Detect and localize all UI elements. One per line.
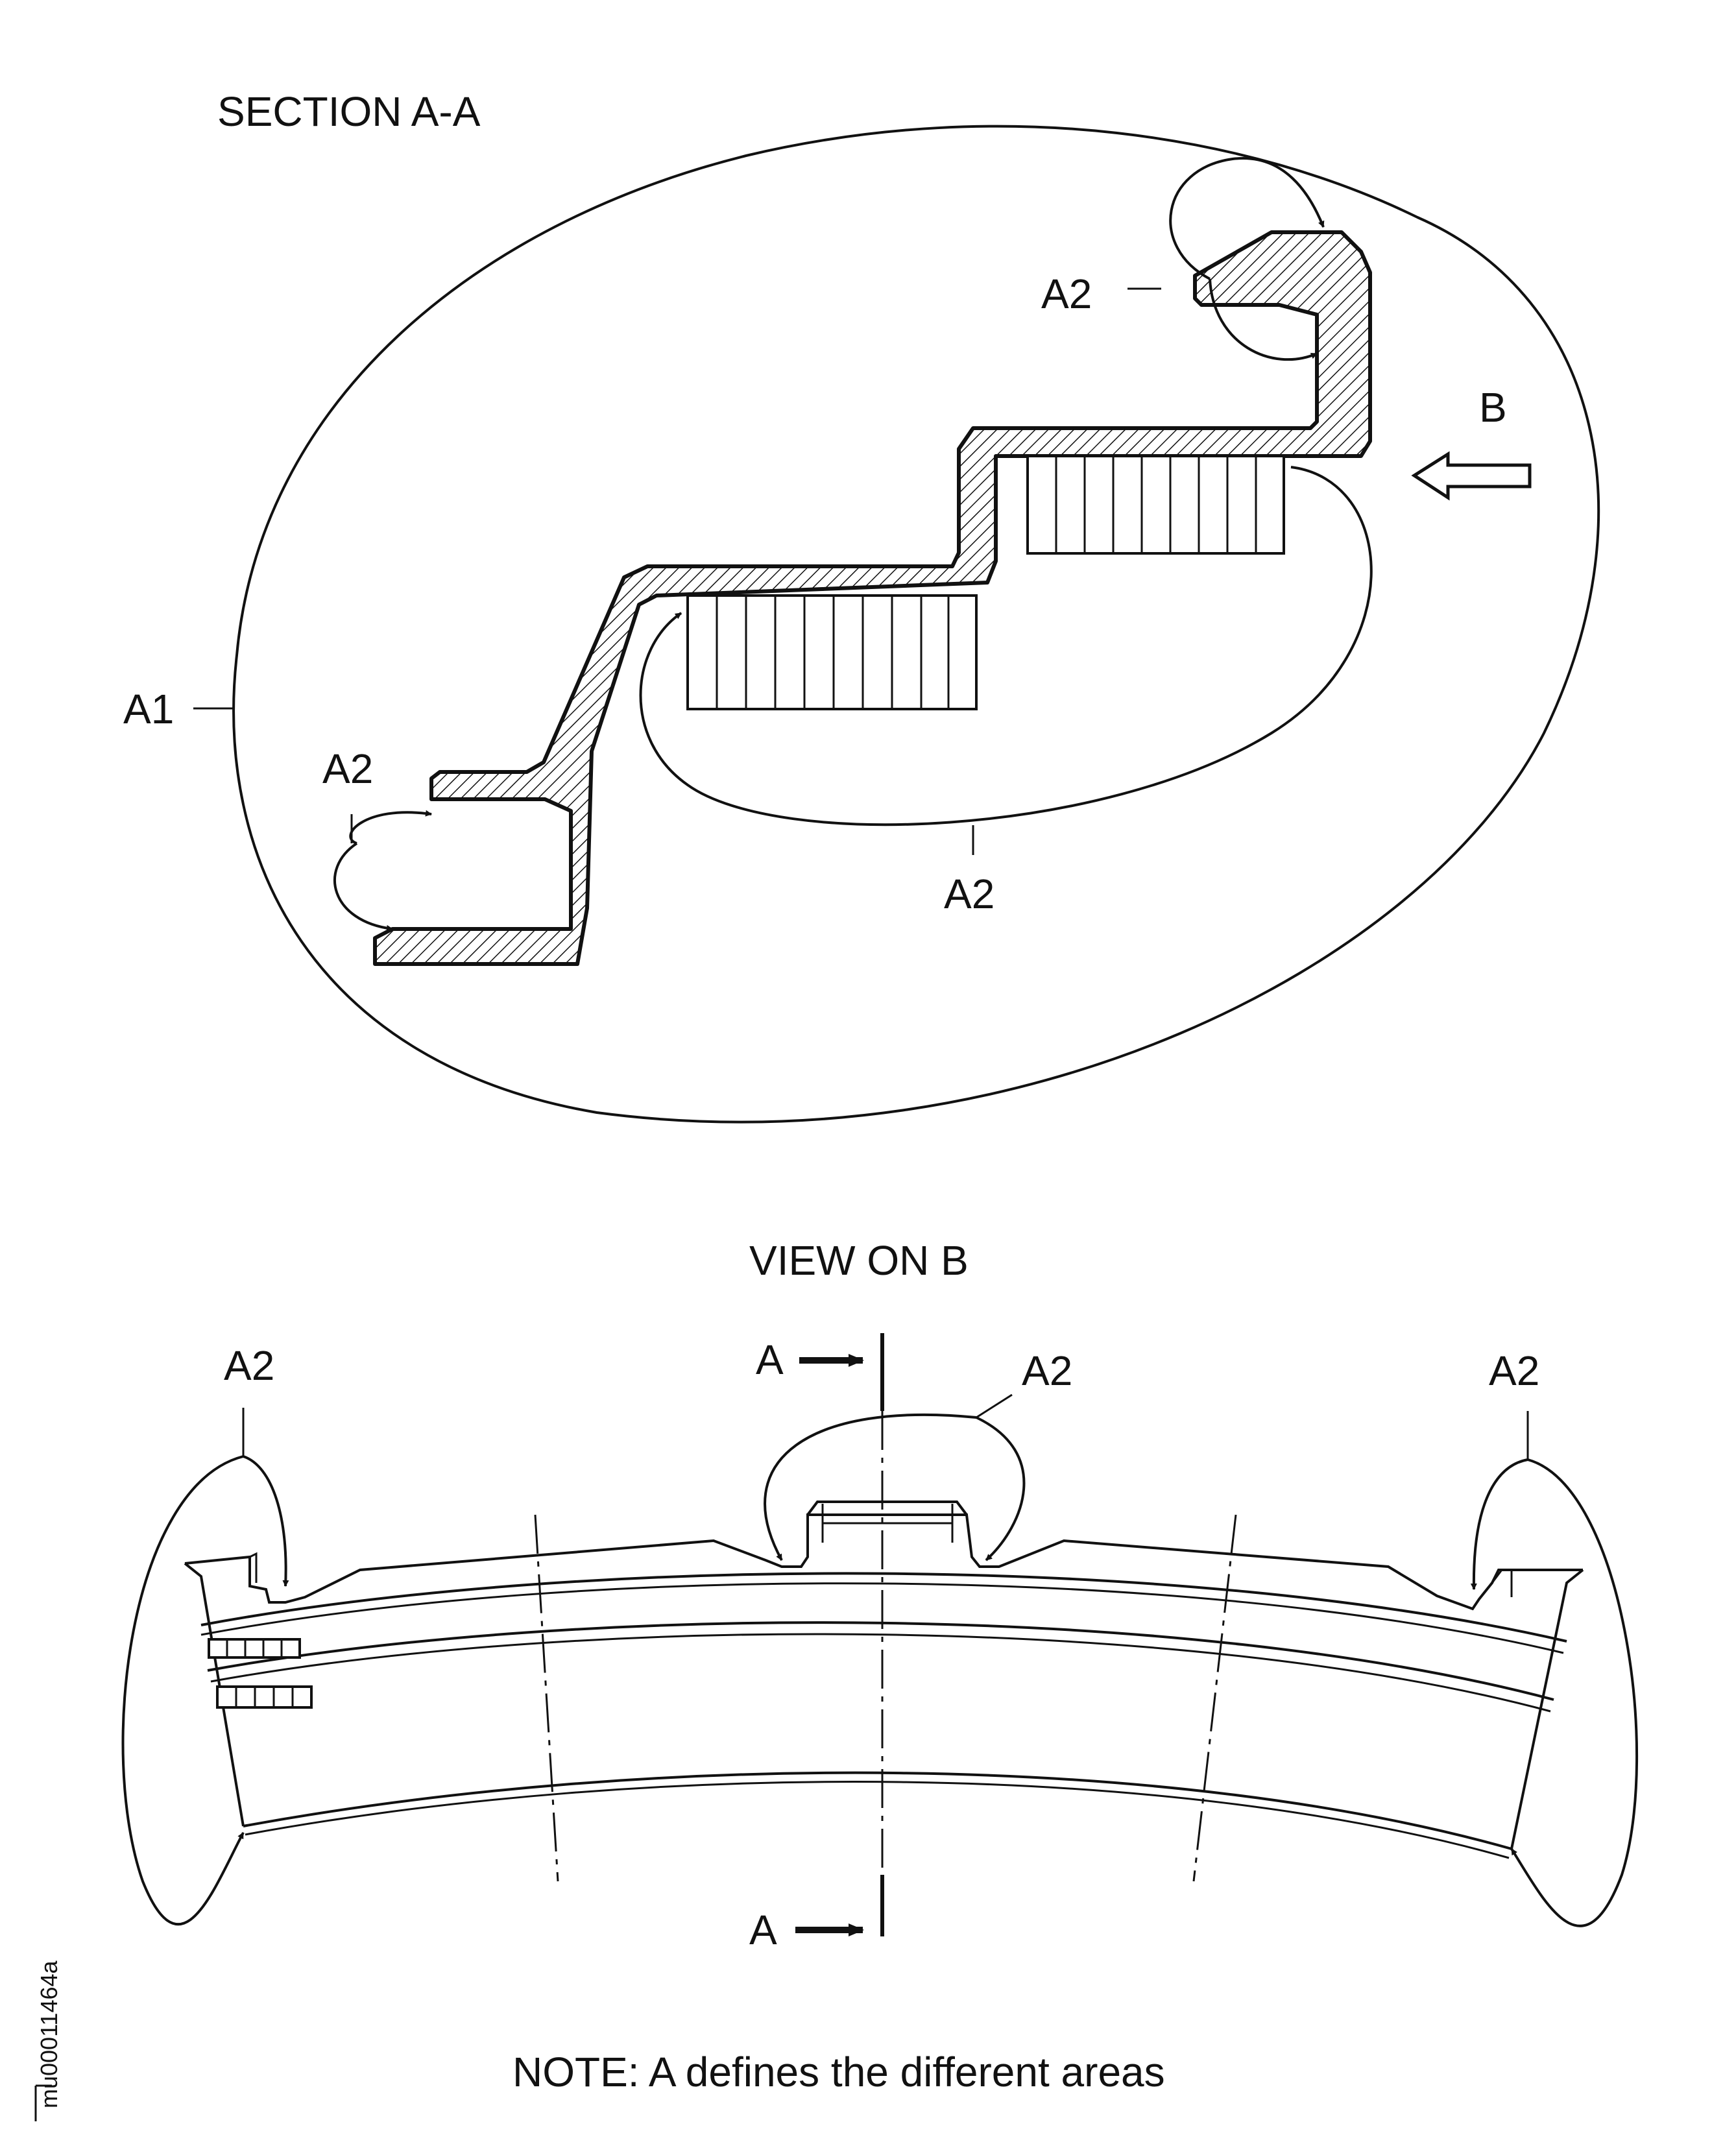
view-a2-left-arc-top — [243, 1455, 289, 1587]
a2-left-arc — [333, 842, 393, 932]
a2-left-label: A2 — [322, 745, 373, 792]
view-a2-left-label: A2 — [224, 1342, 274, 1389]
segment-outline — [184, 1500, 1584, 1859]
view-a2-center-leader — [976, 1393, 1013, 1419]
a2-left-arc-up — [349, 810, 432, 845]
view-a2-center-arc-left — [764, 1413, 977, 1561]
view-title: VIEW ON B — [749, 1237, 969, 1284]
honeycomb-lower — [686, 594, 978, 710]
a2-bottom-arc — [639, 466, 1373, 826]
cut-label-bottom: A — [749, 1907, 777, 1953]
note-text: NOTE: A defines the different areas — [512, 2049, 1165, 2095]
radial-line-left — [534, 1514, 559, 1882]
section-title: SECTION A-A — [217, 88, 481, 135]
area-a1-boundary — [232, 125, 1600, 1124]
honeycomb-upper — [1026, 455, 1285, 555]
view-a2-center-arc-right — [976, 1416, 1026, 1561]
view-a2-right-label: A2 — [1489, 1347, 1539, 1394]
figure-id: mu00011464a — [36, 1960, 62, 2108]
view-a2-left-arc — [121, 1455, 245, 1926]
a1-label: A1 — [123, 686, 174, 732]
view-a2-center-label: A2 — [1022, 1347, 1072, 1394]
view-a2-right-arc — [1510, 1458, 1639, 1927]
view-b-arrow — [1411, 451, 1532, 501]
section-profile — [373, 230, 1372, 966]
a2-top-label: A2 — [1041, 271, 1092, 317]
view-a2-right-arc-top — [1470, 1458, 1528, 1590]
b-label: B — [1479, 384, 1507, 431]
cut-label-top: A — [756, 1336, 784, 1383]
a2-top-arc-return — [1209, 278, 1318, 361]
a2-top-arc — [1169, 156, 1325, 280]
a2-bottom-label: A2 — [944, 871, 995, 917]
segment-honeycomb-cells — [208, 1638, 313, 1709]
radial-line-right — [1192, 1514, 1237, 1882]
